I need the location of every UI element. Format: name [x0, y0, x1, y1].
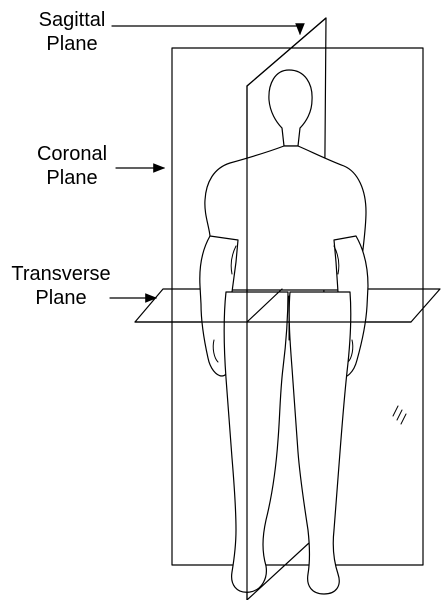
sagittal-label-line-1: Sagittal — [26, 8, 118, 32]
coronal-label-line-1: Coronal — [22, 142, 122, 166]
coronal-label-line-2: Plane — [22, 166, 122, 190]
sagittal-arrow — [112, 26, 300, 34]
coronal-plane-label: Coronal Plane — [22, 142, 122, 190]
sagittal-label-line-2: Plane — [26, 32, 118, 56]
transverse-label-line-2: Plane — [6, 286, 116, 310]
sagittal-plane-label: Sagittal Plane — [26, 8, 118, 56]
transverse-label-line-1: Transverse — [6, 262, 116, 286]
transverse-plane-label: Transverse Plane — [6, 262, 116, 310]
human-figure — [200, 70, 368, 594]
